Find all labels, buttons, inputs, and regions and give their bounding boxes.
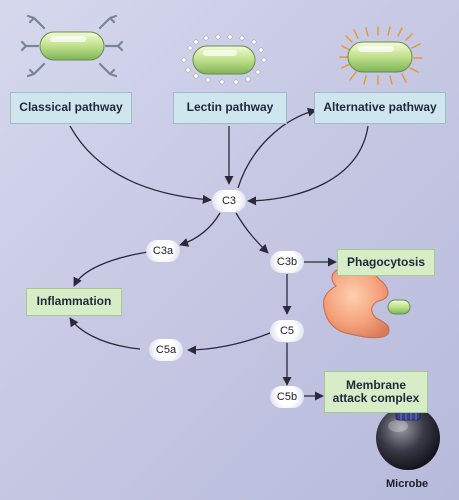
node-c3a: C3a [146, 240, 180, 262]
node-c5a-label: C5a [155, 344, 177, 356]
microbe-label: Microbe [386, 478, 429, 490]
arrow-classical-to-c3 [69, 125, 212, 204]
node-c5: C5 [270, 320, 304, 342]
arrow-c3-to-alternative [237, 107, 317, 189]
membrane-attack-complex-label: Membrane attack complex [332, 377, 420, 405]
lectin-pathway-label: Lectin pathway [186, 100, 274, 115]
node-c3b-label: C3b [276, 256, 298, 268]
node-c5-label: C5 [279, 325, 295, 337]
alternative-pathway-box: Alternative pathway [314, 92, 446, 124]
alternative-pathway-label: Alternative pathway [323, 100, 437, 115]
node-c3-label: C3 [221, 195, 237, 207]
node-c5a: C5a [149, 339, 183, 361]
inflammation-box: Inflammation [26, 288, 122, 316]
node-c3: C3 [212, 190, 246, 212]
arrow-c5a-to-inflammation [69, 317, 141, 350]
node-c5b-label: C5b [276, 391, 298, 403]
arrow-alternative-to-c3 [247, 125, 369, 206]
arrow-c3-to-c3b [235, 212, 269, 254]
lectin-pathway-box: Lectin pathway [173, 92, 287, 124]
node-c3b: C3b [270, 251, 304, 273]
alternative-bacterium-icon [339, 26, 423, 85]
node-c5b: C5b [270, 386, 304, 408]
phagocytosis-box: Phagocytosis [337, 249, 435, 276]
lectin-bacterium-icon [181, 34, 267, 85]
arrow-c3-to-c3a [179, 212, 221, 247]
inflammation-label: Inflammation [36, 294, 112, 309]
arrow-c5-to-c5a [187, 332, 271, 355]
phagocytosis-label: Phagocytosis [346, 254, 426, 269]
phagocyte-icon [323, 267, 411, 339]
membrane-attack-complex-box: Membrane attack complex [324, 371, 428, 413]
node-c3a-label: C3a [152, 245, 174, 257]
classical-pathway-box: Classical pathway [10, 92, 132, 124]
arrow-c3a-to-inflammation [73, 251, 149, 287]
classical-bacterium-icon [20, 14, 124, 78]
classical-pathway-label: Classical pathway [19, 100, 123, 115]
